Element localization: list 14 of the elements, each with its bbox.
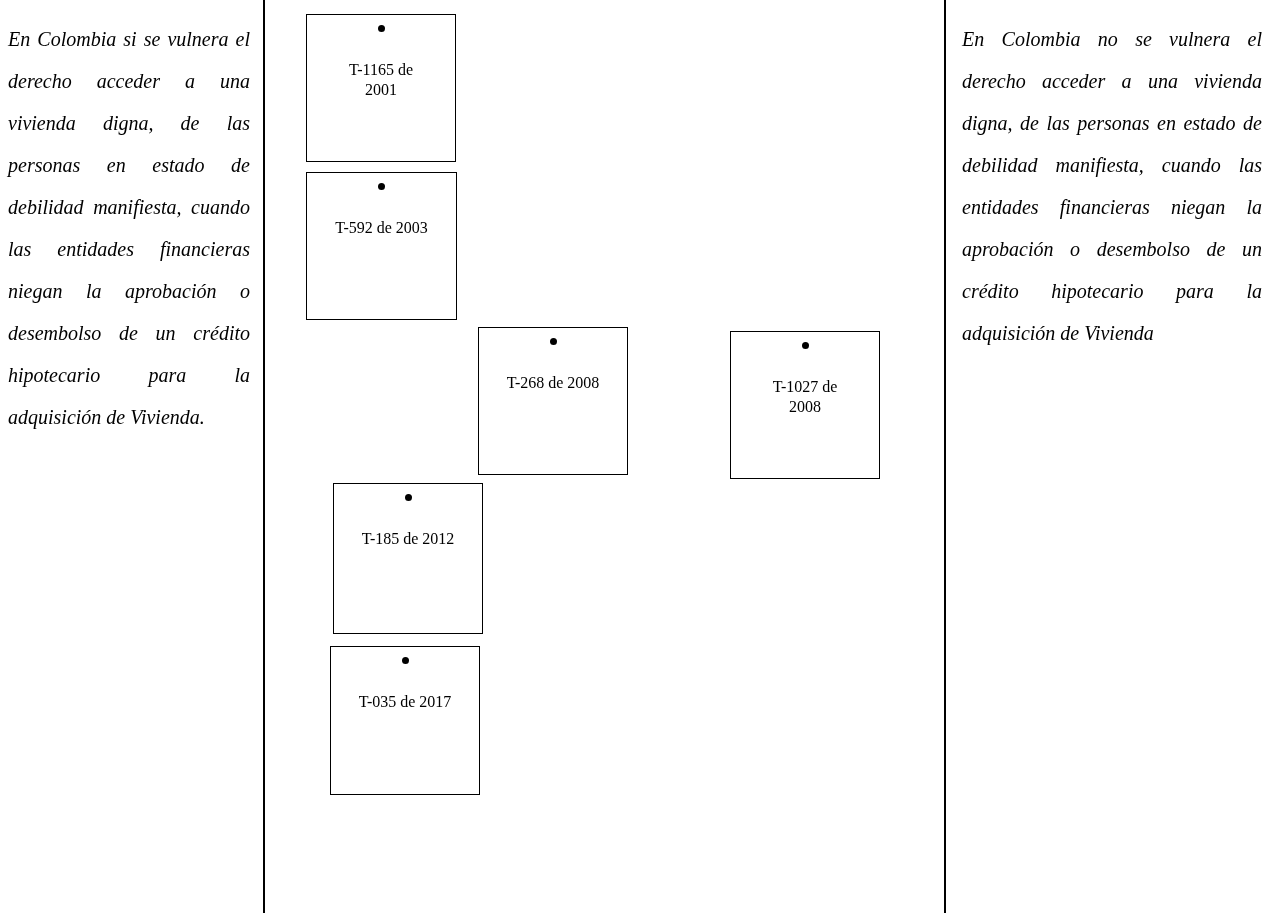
case-label: T-185 de 2012 xyxy=(360,529,456,549)
case-box xyxy=(478,327,628,475)
case-box xyxy=(730,331,880,479)
case-label: T-035 de 2017 xyxy=(357,692,453,712)
case-box xyxy=(333,483,483,634)
case-box xyxy=(306,14,456,162)
case-label: T-1165 de 2001 xyxy=(347,60,415,100)
case-box xyxy=(330,646,480,795)
cell-paragraph: En Colombia si se vulnera el derecho acceder a una vivienda digna, de las personas en estado de debilidad manifiesta, cuando las entidades financieras niegan la aprobación o desembolso de un crédito hipotecario para la adquisición de Vivienda. xyxy=(8,27,250,431)
case-box xyxy=(306,172,457,320)
cell-paragraph: En Colombia no se vulnera el derecho acceder a una vivienda digna, de las personas en estado de debilidad manifiesta, cuando las entidades financieras niegan la aprobación o desembolso de un crédito hipotecario para la adquisición de Vivienda xyxy=(962,27,1262,347)
case-label: T-268 de 2008 xyxy=(505,373,601,393)
case-label: T-1027 de 2008 xyxy=(771,377,839,417)
case-label: T-592 de 2003 xyxy=(334,218,429,238)
